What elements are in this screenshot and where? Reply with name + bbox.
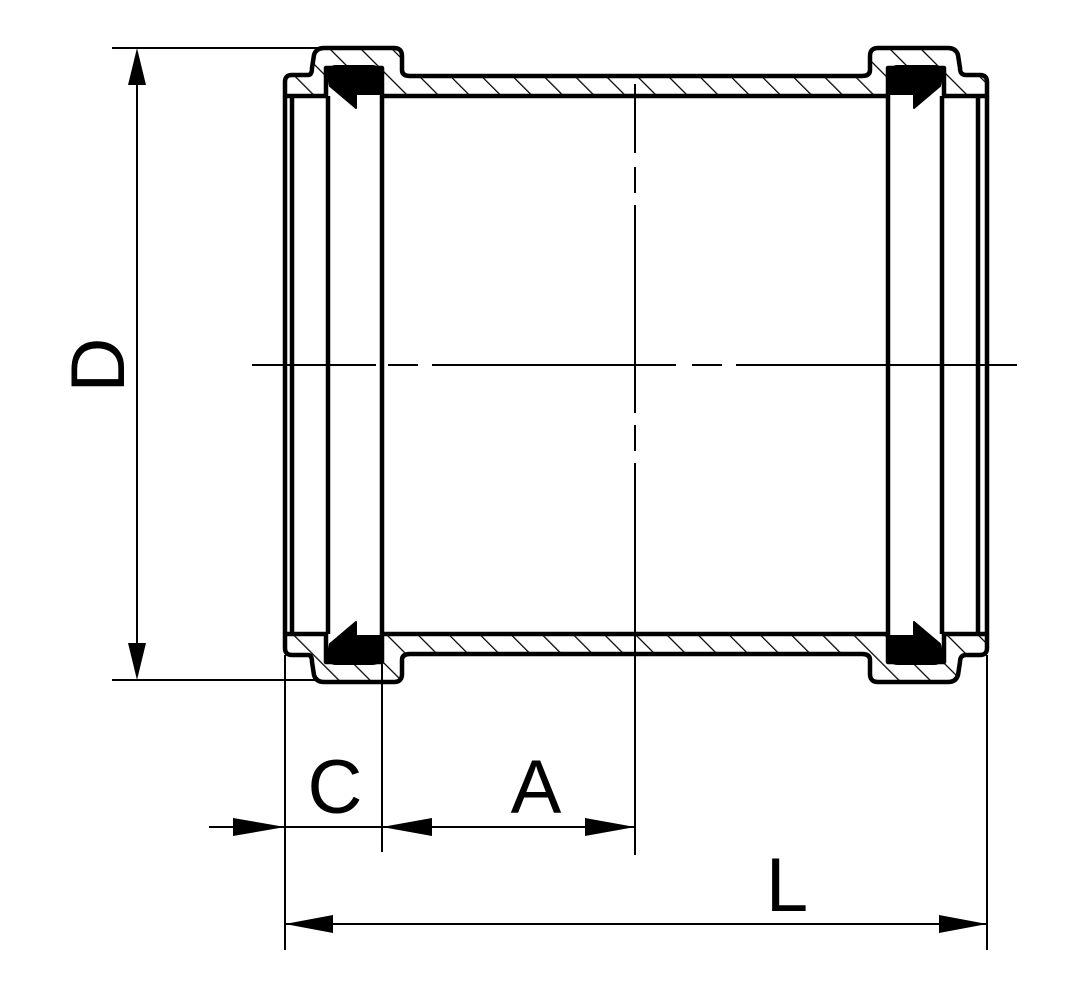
arrow-left-icon xyxy=(285,915,333,933)
coupling-body-bottom-wall xyxy=(282,631,990,685)
dimension-a: A xyxy=(382,745,635,836)
extension-lines xyxy=(284,655,988,950)
seal-ring-left-top xyxy=(327,65,381,109)
dimension-label-a: A xyxy=(511,745,562,830)
seal-ring-right-bottom xyxy=(889,621,943,665)
center-lines xyxy=(252,84,1017,855)
arrow-right-icon xyxy=(233,818,285,836)
dimension-d: D xyxy=(56,47,320,681)
dimension-l: L xyxy=(285,843,987,933)
arrow-left-icon xyxy=(382,818,432,836)
arrow-right-icon xyxy=(585,818,635,836)
dimension-c: C xyxy=(209,745,382,836)
coupling-body-top-wall xyxy=(282,45,990,99)
arrow-down-icon xyxy=(128,643,146,680)
dimension-label-c: C xyxy=(308,745,363,830)
arrow-right-icon xyxy=(939,915,987,933)
seal-ring-right-top xyxy=(889,65,943,109)
seal-ring-left-bottom xyxy=(327,621,381,665)
dimension-label-l: L xyxy=(766,843,808,928)
arrow-up-icon xyxy=(128,48,146,85)
dimension-label-d: D xyxy=(56,338,141,393)
